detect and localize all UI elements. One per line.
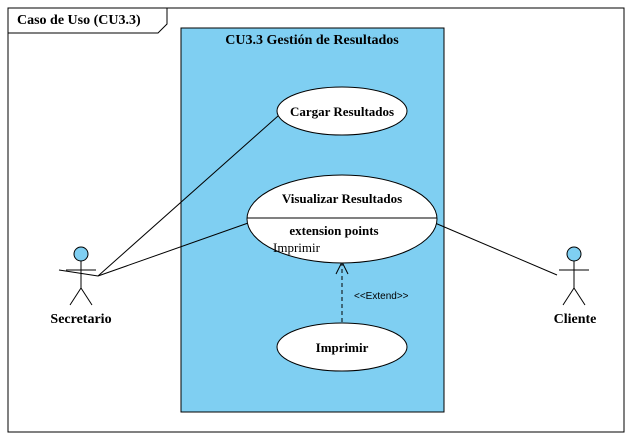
association-cliente-visualizar <box>434 222 558 276</box>
extension-point-imprimir: Imprimir <box>273 240 321 255</box>
actor-secretario-name: Secretario <box>50 312 111 327</box>
use-case-cargar-resultados[interactable] <box>276 86 408 136</box>
association-secretario-cargar <box>97 107 288 277</box>
association-secretario-visualizar <box>97 221 252 277</box>
use-case-cargar-label: Cargar Resultados <box>290 104 394 119</box>
actor-cliente[interactable] <box>559 246 589 306</box>
actor-cliente-left-leg <box>562 287 575 306</box>
actor-cliente-right-leg <box>573 287 586 306</box>
extension-points-header: extension points <box>289 223 378 238</box>
frame-title: Caso de Uso (CU3.3) <box>17 13 141 28</box>
extend-label: <<Extend>> <box>354 291 409 302</box>
association-secretario-stub <box>58 269 99 277</box>
actor-secretario-head <box>73 246 89 262</box>
actor-secretario-left-leg <box>69 287 82 306</box>
system-title: CU3.3 Gestión de Resultados <box>225 33 399 48</box>
actor-secretario-right-leg <box>80 287 93 306</box>
actor-secretario[interactable] <box>66 246 96 306</box>
use-case-visualizar-resultados[interactable] <box>246 174 438 264</box>
use-case-imprimir-label: Imprimir <box>316 340 369 355</box>
actor-cliente-name: Cliente <box>554 312 597 327</box>
use-case-visualizar-label: Visualizar Resultados <box>282 191 402 206</box>
frame-title-tab <box>7 7 168 34</box>
actor-cliente-head <box>566 246 582 262</box>
use-case-imprimir[interactable] <box>276 322 408 372</box>
